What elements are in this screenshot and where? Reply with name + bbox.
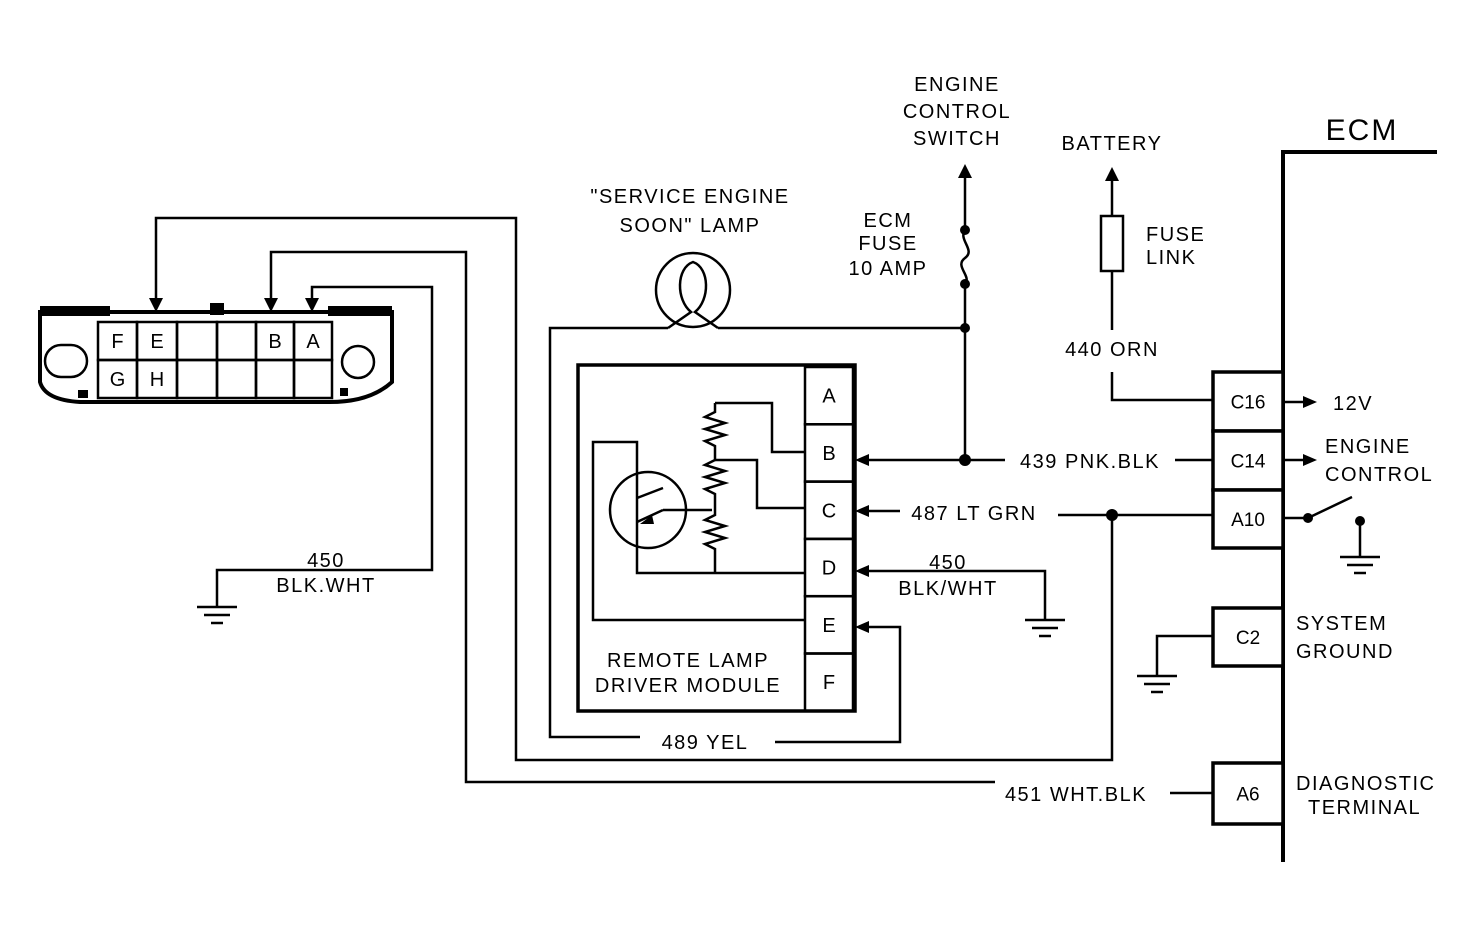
connector-terminal-cell [175,320,219,362]
wire-487-lt-grn [855,505,1213,521]
connector-terminal-cell [254,358,296,400]
module-pin-label: D [822,558,836,580]
connector-terminal-label: A [306,331,320,353]
battery-fuse-link [1099,167,1213,402]
connector-terminal-label: G [110,369,126,391]
remote-lamp-driver-module: A B C D E F [576,363,857,713]
connector-terminal-cell: F [96,320,139,362]
wire-label-450-left-2: BLK.WHT [276,575,375,597]
ecm-fuse-label-1: ECM [864,210,913,232]
ecm-pin-label: A10 [1231,510,1265,531]
ecm-pin-label: C2 [1236,628,1260,649]
wire-engine-control-switch-feed [958,164,972,466]
diagnostic-terminal-label-1: DIAGNOSTIC [1296,773,1435,795]
wire-label-451-wht-blk: 451 WHT.BLK [1005,784,1147,806]
connector-terminal-label: B [268,331,281,353]
wire-label-450-module-1: 450 [929,552,967,574]
battery-label: BATTERY [1062,133,1163,155]
connector-terminal-cell: B [254,320,296,362]
wire-439-pnk-blk [855,454,1213,466]
wire-450-connector-A-to-ground [215,285,434,607]
connector-terminal-cell: E [135,320,179,362]
wire-label-440-orn: 440 ORN [1065,339,1159,361]
ecm-pin-a6: A6 [1211,761,1285,826]
ecm-engine-control-label-1: ENGINE [1325,436,1411,458]
wire-451-connector-B-to-A6 [264,250,1213,795]
ecm-pin-label: C14 [1231,452,1266,473]
wire-label-487-lt-grn: 487 LT GRN [911,503,1036,525]
service-engine-soon-lamp [654,251,732,330]
ecm-pin-c2: C2 [1211,606,1285,668]
module-label-2: DRIVER MODULE [595,675,781,697]
lamp-label-2: SOON" LAMP [619,215,760,237]
module-label-1: REMOTE LAMP [607,650,769,672]
engine-control-switch-label-2: CONTROL [903,101,1011,123]
wire-label-450-left-1: 450 [307,550,345,572]
wire-label-439-pnk-blk: 439 PNK.BLK [1020,451,1160,473]
ecm-fuse-label-3: 10 AMP [848,258,927,280]
connector-terminal-label: E [150,331,163,353]
ground-symbol-left [197,605,237,625]
connector-terminal-cell [215,320,258,362]
ecm-pin-a10: A10 [1211,488,1285,550]
ecm-body [1281,150,1437,862]
module-pin-label: C [822,500,836,522]
module-pin-label: F [823,672,835,694]
wire-connector-E-to-A10 [149,216,1114,762]
wire-system-ground [1137,634,1213,694]
wire-label-489-yel: 489 YEL [662,732,749,754]
ecm-12v-output [1283,396,1317,408]
connector-terminal-label: H [150,369,164,391]
module-pin-f: F [803,652,855,713]
connector-left-latch [43,343,89,379]
lamp-label-1: "SERVICE ENGINE [590,186,789,208]
diagnostic-connector: F E B A G H [38,303,394,404]
connector-right-latch [340,344,376,380]
engine-control-switch-label-3: SWITCH [913,128,1001,150]
connector-terminal-cell: G [96,358,139,400]
module-pin-label: A [822,386,836,408]
connector-terminal-label: F [111,331,123,353]
module-internal-circuit [591,401,805,622]
ecm-fuse-label-2: FUSE [858,233,917,255]
connector-terminal-cell [215,358,258,400]
ecm-12v-label: 12V [1333,393,1373,415]
ecm-pin-c14: C14 [1211,429,1285,492]
system-ground-label-1: SYSTEM [1296,613,1387,635]
engine-control-switch-label-1: ENGINE [914,74,1000,96]
ecm-engine-control-output [1283,454,1317,466]
connector-terminal-cell [292,358,334,400]
diagnostic-terminal-label-2: TERMINAL [1308,797,1421,819]
connector-terminal-cell: H [135,358,179,400]
wire-label-450-module-2: BLK/WHT [898,578,997,600]
connector-terminal-grid: F E B A G H [96,320,334,400]
connector-terminal-cell: A [292,320,334,362]
wire-450-module-ground [855,565,1065,638]
system-ground-label-2: GROUND [1296,641,1394,663]
ecm-pin-label: A6 [1236,785,1259,806]
ecm-label: ECM [1326,114,1399,147]
ecm-pin-label: C16 [1231,393,1266,414]
module-pin-label: E [822,615,835,637]
wire-lamp-circuit [548,326,965,744]
ecm-internal-switch [1283,495,1380,575]
ecm-pin-c16: C16 [1211,370,1285,433]
fuse-link-label-1: FUSE [1146,224,1205,246]
connector-terminal-cell [175,358,219,400]
ecm-engine-control-label-2: CONTROL [1325,464,1433,486]
fuse-link-label-2: LINK [1146,247,1196,269]
module-pin-label: B [822,443,835,465]
